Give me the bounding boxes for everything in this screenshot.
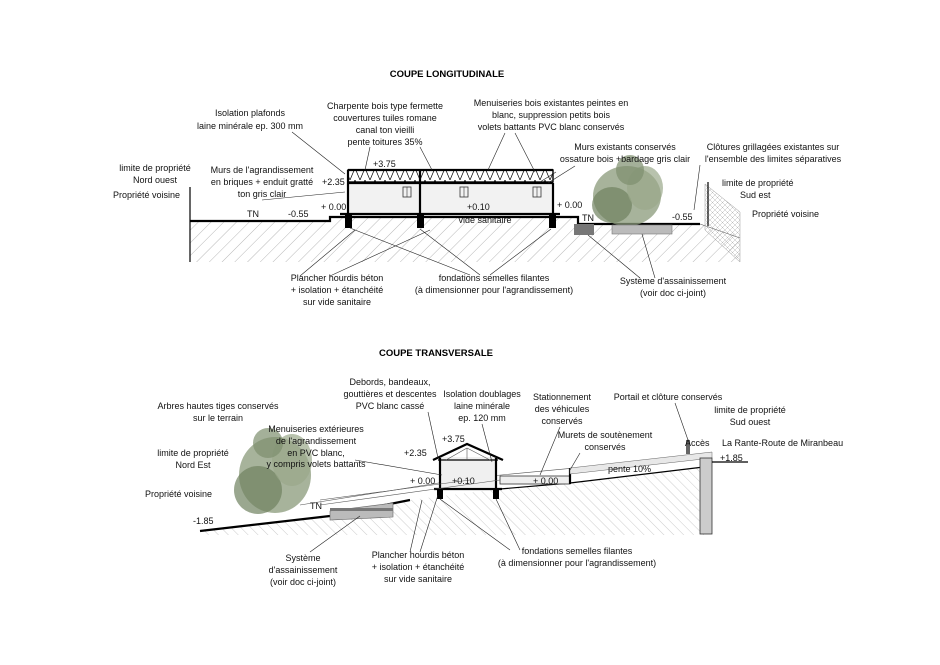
long-level-floor-mid: +0.10 (467, 202, 490, 212)
trans-voisine-label: Propriété voisine (145, 489, 212, 499)
transversal-leaders (309, 402, 689, 553)
transversal-ground (199, 454, 713, 535)
longitudinal-leaders (261, 131, 701, 279)
longitudinal-building (340, 168, 560, 228)
trans-level-floor-c: + 0.00 (533, 476, 558, 486)
long-vide-sanitaire: vide sanitaire (458, 215, 511, 225)
trans-fondations-label: fondations semelles filantes(à dimension… (498, 546, 656, 568)
transversal-fence (319, 479, 501, 506)
trans-route-label: La Rante-Route de Miranbeau (722, 438, 843, 448)
long-voisine-right: Propriété voisine (752, 209, 819, 219)
long-level-tn-left: TN (247, 209, 259, 219)
trans-debords-label: Debords, bandeaux,gouttières et descente… (343, 377, 437, 411)
transversal-parking-platform (499, 451, 713, 485)
long-level-eave: +2.35 (322, 177, 345, 187)
long-voisine-left: Propriété voisine (113, 190, 180, 200)
longitudinal-fence-right (704, 182, 741, 263)
transversal-tree (234, 428, 312, 514)
trans-pente-label: pente 10% (608, 464, 651, 474)
long-level-ground-right: -0.55 (672, 212, 693, 222)
transversal-title: COUPE TRANSVERSALE (379, 348, 493, 359)
long-level-roof: +3.75 (373, 159, 396, 169)
long-fondations-label: fondations semelles filantes(à dimension… (415, 273, 573, 295)
trans-acces-label: Accès (685, 438, 710, 448)
longitudinal-ground (189, 187, 741, 262)
long-level-floor-left: + 0.00 (321, 202, 346, 212)
trans-level-floor-a: + 0.00 (410, 476, 435, 486)
long-assainissement-label: Système d'assainissement(voir doc ci-joi… (620, 276, 727, 298)
transversal-retaining-wall (686, 440, 748, 535)
transversal-building (432, 442, 504, 499)
trans-level-road: +1.85 (720, 453, 743, 463)
long-level-ground-left: -0.55 (288, 209, 309, 219)
trans-level-roof: +3.75 (442, 434, 465, 444)
long-level-tn-right: TN (582, 213, 594, 223)
trans-portail-label: Portail et clôture conservés (614, 392, 723, 402)
longitudinal-septic (574, 224, 673, 235)
trans-plancher-label: Plancher hourdis béton+ isolation + étan… (372, 550, 465, 584)
longitudinal-tree (592, 155, 663, 226)
longitudinal-title: COUPE LONGITUDINALE (390, 69, 505, 80)
long-level-floor-right: + 0.00 (557, 200, 582, 210)
trans-level-floor-b: +0.10 (452, 476, 475, 486)
trans-level-bottom: -1.85 (193, 516, 214, 526)
long-plancher-label: Plancher hourdis béton+ isolation + étan… (291, 273, 384, 307)
trans-level-tn: TN (310, 501, 322, 511)
trans-level-eave: +2.35 (404, 448, 427, 458)
